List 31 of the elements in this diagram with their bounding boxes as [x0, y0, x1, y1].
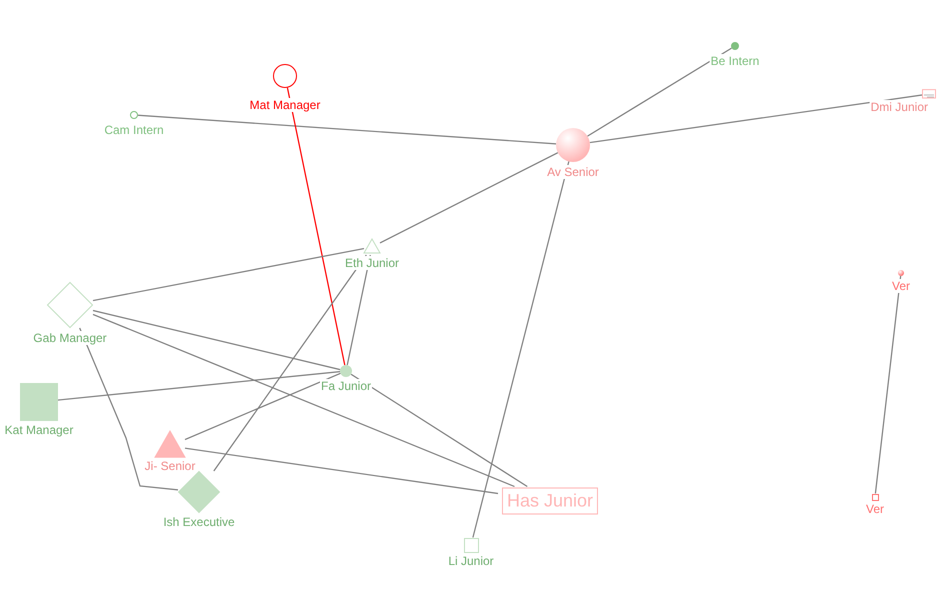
node-label: Fa Junior — [320, 379, 372, 393]
node-label: Dmi Junior — [870, 100, 929, 114]
node-label: Be Intern — [710, 54, 760, 68]
connector-line — [472, 161, 570, 538]
node-label: Kat Manager — [4, 423, 74, 437]
node-label: Mat Manager — [248, 98, 322, 112]
connector-line — [184, 372, 341, 440]
connector-line — [380, 152, 558, 244]
connector-line — [184, 448, 498, 494]
node-label: Gab Manager — [32, 331, 108, 345]
connector-line — [350, 374, 528, 487]
node-label: Cam Intern — [103, 123, 165, 137]
connector-line — [346, 254, 371, 366]
connector-line — [79, 328, 178, 490]
connector-line — [92, 310, 340, 370]
node-box: Has Junior — [502, 488, 598, 514]
connector-line — [213, 254, 367, 472]
node-label: Ver — [891, 279, 911, 293]
connector-line — [92, 314, 515, 488]
node-label: Ver — [865, 502, 885, 516]
connector-line — [138, 114, 556, 144]
connector-line — [286, 88, 346, 366]
connector-line — [92, 248, 364, 302]
node-label: Ish Executive — [162, 515, 236, 529]
node-label: Av Senior — [546, 165, 600, 179]
connector-line — [58, 371, 340, 401]
connector-line — [587, 48, 732, 137]
node-label: Ji- Senior — [144, 459, 196, 473]
node-label: Eth Junior — [344, 256, 400, 270]
node-label: Li Junior — [447, 554, 495, 568]
connector-line — [590, 94, 922, 144]
